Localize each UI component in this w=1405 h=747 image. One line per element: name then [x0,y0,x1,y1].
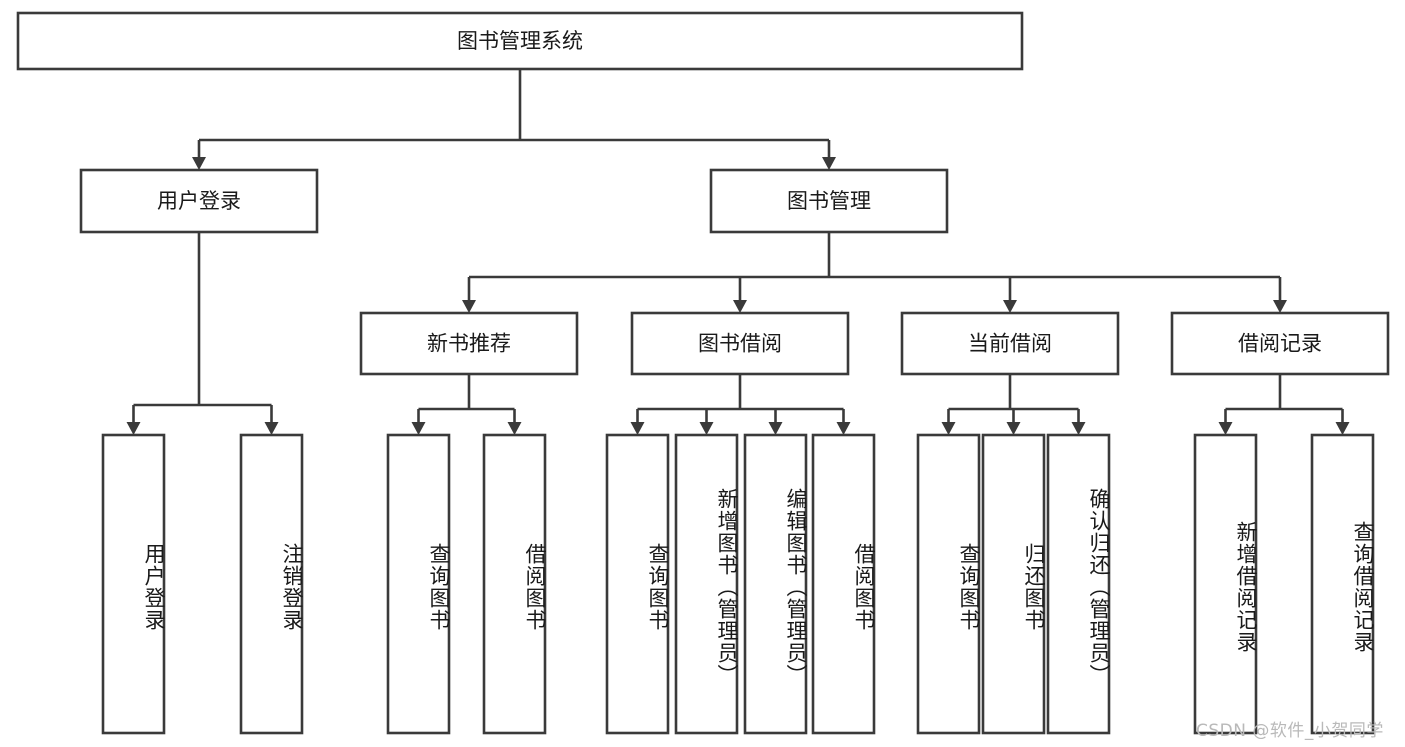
node-user-login-label: 用户登录 [157,189,241,213]
node-leaf-cur-confirm-return[interactable] [1046,433,1111,735]
connector-arrowhead [768,422,783,435]
node-user-login[interactable] [79,168,319,234]
node-book-borrow[interactable] [630,311,850,376]
connector-arrowhead [733,300,747,313]
node-book-manage[interactable] [709,168,949,234]
node-current-borrow-label: 当前借阅 [968,332,1052,356]
connector-arrowhead [1006,422,1021,435]
node-borrow-record[interactable] [1170,311,1390,376]
node-book-borrow-label: 图书借阅 [698,332,782,356]
node-leaf-borrow-add-book[interactable] [674,433,739,735]
node-leaf-borrow-query-book[interactable] [605,433,670,735]
node-leaf-rec-borrow-book[interactable] [482,433,547,735]
connector-arrowhead [1218,422,1233,435]
node-leaf-borrow-edit-book[interactable] [743,433,808,735]
connector-arrowhead [507,422,522,435]
connector-arrowhead [462,300,476,313]
node-borrow-record-label: 借阅记录 [1238,332,1322,356]
csdn-watermark: CSDN @软件_小贺同学 [1196,721,1384,741]
connector-arrowhead [192,157,206,170]
node-leaf-rec-add-record[interactable] [1193,433,1258,735]
connector-arrowhead [699,422,714,435]
node-leaf-rec-query-book[interactable] [386,433,451,735]
node-leaf-cur-query-book[interactable] [916,433,981,735]
connector-arrowhead [1071,422,1086,435]
connectors-layer [126,69,1350,435]
node-leaf-rec-query-record[interactable] [1310,433,1375,735]
connector-arrowhead [1003,300,1017,313]
node-leaf-user-login[interactable] [101,433,166,735]
connector-arrowhead [1273,300,1287,313]
connector-arrowhead [941,422,956,435]
node-root[interactable] [16,11,1024,71]
node-root-label: 图书管理系统 [457,29,583,53]
node-new-book-rec-label: 新书推荐 [427,332,511,356]
node-leaf-user-logout[interactable] [239,433,304,735]
connector-arrowhead [1335,422,1350,435]
node-book-manage-label: 图书管理 [787,189,871,213]
node-leaf-cur-return-book[interactable] [981,433,1046,735]
connector-arrowhead [630,422,645,435]
node-new-book-rec[interactable] [359,311,579,376]
connector-arrowhead [822,157,836,170]
connector-arrowhead [411,422,426,435]
connector-arrowhead [264,422,279,435]
connector-arrowhead [836,422,851,435]
node-leaf-borrow-borrow-book[interactable] [811,433,876,735]
connector-arrowhead [126,422,141,435]
node-current-borrow[interactable] [900,311,1120,376]
